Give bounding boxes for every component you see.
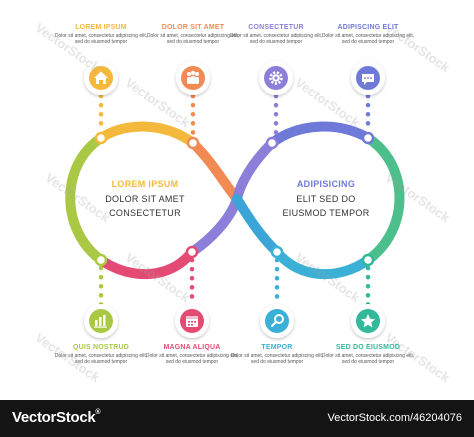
home-icon — [94, 71, 108, 84]
center-right-line2: ELIT SED DO — [296, 193, 356, 204]
step-top-2: DOLOR SIT AMET Dolor sit amet, consectet… — [145, 24, 241, 46]
step-bottom-4: SED DO EIUSMOD Dolor sit amet, consectet… — [320, 344, 416, 366]
people-icon — [187, 70, 199, 84]
brand-name: VectorStock — [12, 409, 96, 426]
step-title: CONSECTETUR — [248, 24, 304, 31]
junction-dot — [185, 245, 199, 259]
center-left-text: LOREM IPSUM DOLOR SIT AMET CONSECTETUR — [75, 177, 215, 221]
step-text: Dolor sit amet, consectetur adipiscing e… — [54, 353, 148, 366]
loop-segment-lime — [65, 133, 106, 265]
junction-dot — [186, 136, 200, 150]
step-title: DOLOR SIT AMET — [161, 24, 225, 31]
star-icon — [361, 314, 375, 328]
junction-dot — [94, 131, 108, 145]
loop-segment-cyan — [272, 247, 373, 280]
footer-bar: VectorStock® VectorStock.com/46204076 — [0, 400, 474, 437]
step-title: MAGNA ALIQUA — [163, 344, 221, 351]
icon-badge-bottom-1 — [84, 304, 118, 338]
step-text: Dolor sit amet, consectetur adipiscing e… — [54, 33, 148, 46]
calendar-icon — [186, 316, 198, 327]
bar-chart-icon — [94, 315, 107, 328]
step-bottom-3: TEMPOR Dolor sit amet, consectetur adipi… — [229, 344, 325, 366]
step-title: LOREM IPSUM — [75, 24, 127, 31]
center-left-line3: CONSECTETUR — [109, 208, 181, 218]
chat-icon — [362, 74, 374, 85]
icon-badge-top-3 — [259, 61, 293, 95]
step-text: Dolor sit amet, consectetur adipiscing e… — [321, 353, 415, 366]
search-icon — [271, 314, 284, 327]
center-left-highlight: LOREM IPSUM — [111, 179, 179, 189]
step-top-3: CONSECTETUR Dolor sit amet, consectetur … — [228, 24, 324, 46]
icon-badge-bottom-2 — [175, 304, 209, 338]
step-top-1: LOREM IPSUM Dolor sit amet, consectetur … — [53, 24, 149, 46]
connectors — [98, 93, 371, 308]
loop-segment-indigo — [267, 121, 373, 148]
loop-segment-yellow — [96, 121, 198, 148]
step-text: Dolor sit amet, consectetur adipiscing e… — [229, 33, 323, 46]
junction-dot — [361, 131, 375, 145]
step-text: Dolor sit amet, consectetur adipiscing e… — [230, 353, 324, 366]
loop-segment-teal — [363, 133, 405, 265]
junction-dot — [361, 253, 375, 267]
infinity-diagram — [65, 61, 405, 338]
junction-dot — [265, 136, 279, 150]
brand-registered-mark: ® — [95, 409, 101, 416]
image-id: VectorStock.com/46204076 — [327, 412, 462, 424]
infinity-loop — [65, 121, 405, 280]
center-left-line2: DOLOR SIT AMET — [105, 193, 185, 204]
center-right-line3: EIUSMOD TEMPOR — [282, 208, 370, 218]
junction-dot — [94, 253, 108, 267]
center-right-highlight: ADIPISICING — [296, 179, 356, 189]
step-bottom-2: MAGNA ALIQUA Dolor sit amet, consectetur… — [144, 344, 240, 366]
icon-badge-top-2 — [176, 61, 210, 95]
gear-icon — [269, 71, 283, 85]
step-title: SED DO EIUSMOD — [335, 344, 401, 351]
step-title: QUIS NOSTRUD — [72, 344, 130, 351]
icon-badge-bottom-4 — [351, 304, 385, 338]
icon-badge-top-4 — [351, 61, 385, 95]
icon-badge-top-1 — [84, 61, 118, 95]
step-bottom-1: QUIS NOSTRUD Dolor sit amet, consectetur… — [53, 344, 149, 366]
step-top-4: ADIPISCING ELIT Dolor sit amet, consecte… — [320, 24, 416, 46]
step-title: ADIPISCING ELIT — [337, 24, 399, 31]
icon-badge-bottom-3 — [260, 304, 294, 338]
step-title: TEMPOR — [261, 344, 293, 351]
center-right-text: ADIPISICING ELIT SED DO EIUSMOD TEMPOR — [256, 177, 396, 221]
step-text: Dolor sit amet, consectetur adipiscing e… — [321, 33, 415, 46]
brand-logo: VectorStock® — [12, 409, 101, 426]
loop-segment-pink — [96, 247, 197, 280]
junction-dots — [94, 131, 375, 267]
step-text: Dolor sit amet, consectetur adipiscing e… — [146, 33, 240, 46]
step-text: Dolor sit amet, consectetur adipiscing e… — [145, 353, 239, 366]
junction-dot — [270, 245, 284, 259]
